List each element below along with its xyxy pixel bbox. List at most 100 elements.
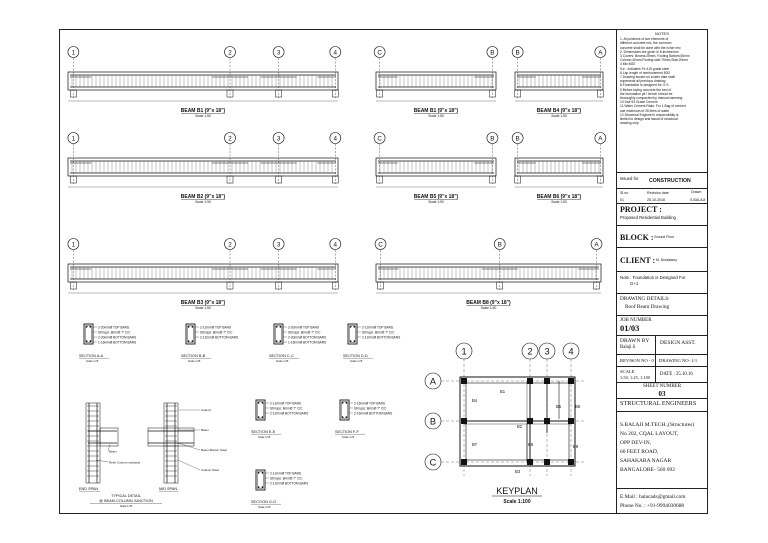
- section-7-outline: [255, 469, 266, 491]
- section-5-note: 2-12mmØ BOTTOM BARS: [270, 411, 308, 415]
- beam-b3-scale: Scale 1:50: [195, 306, 211, 310]
- section-5-rebar-dot: [261, 401, 264, 404]
- beam-b8-grid-bubble: [374, 238, 387, 250]
- project-value: Proposed Residential Building: [620, 215, 676, 220]
- note-line: 6.Lap length of reinforcement 50D: [620, 70, 670, 75]
- rev-header-drawn: Drawn: [691, 190, 702, 194]
- rev-row-date: 25.10.2016: [647, 198, 665, 202]
- section-2-note: 2-12mmØ TOP BARS: [200, 325, 231, 329]
- keyplan-grid-bubble-4-label: 4: [568, 346, 573, 356]
- keyplan-column: [544, 378, 550, 384]
- section-2-note: 2-12mmØ BOTTOM BARS: [200, 335, 238, 339]
- section-1-rebar-dot: [89, 325, 92, 328]
- beam-b5-grid-bubble: [486, 132, 499, 144]
- beam-b8-column-stub: [496, 281, 503, 290]
- address-line-4: 60 FEET ROAD,: [620, 449, 659, 455]
- beam-b3-grid-bubble: [67, 238, 80, 250]
- section-3-note: 1-16mmØ BOTTOM BARS: [288, 340, 326, 344]
- beam-b4-grid-bubble-label: A: [598, 49, 603, 56]
- beam-b5-grid-bubble-label: C: [377, 135, 382, 142]
- section-1-note: Stirrups: 8mmØ 7" C/C: [98, 330, 131, 334]
- foundation-note-row: Note : Foundation is Designed For G+1: [617, 272, 707, 294]
- block-row: BLOCK : Ground Floor: [617, 226, 707, 248]
- junction-callout-label: Column: [201, 408, 212, 412]
- beam-b2-grid-bubble: [67, 132, 80, 144]
- section-7-rebar-dot: [261, 486, 264, 489]
- section-5-stirrup: [257, 401, 264, 419]
- note-line: limited to design and issual of structur…: [620, 117, 678, 122]
- junction-scale: Scale 1:25: [120, 504, 133, 508]
- beam-b1-left-grid-bubble: [67, 46, 80, 58]
- beam-b3-title: BEAM B3 (9"x 18"): [181, 300, 226, 306]
- keyplan-beam-label: B4: [472, 398, 478, 403]
- beam-b1-left-grid-bubble: [224, 46, 236, 58]
- section-1-outline: [83, 323, 94, 345]
- note-line: 3.Covers: Beams:25mm, Footing Bottom:50m…: [620, 54, 690, 59]
- beam-b1-left-title: BEAM B1 (9"x 18"): [181, 108, 226, 114]
- address-line-3: OPP DEV-IN,: [620, 440, 652, 446]
- mid-span-beam: [147, 427, 195, 447]
- beam-b5-column-stub: [376, 175, 383, 184]
- issued-for-value: CONSTRUCTION: [649, 178, 691, 184]
- drawing-details-label: DRAWING DETAILS:: [620, 296, 670, 302]
- keyplan-column: [568, 418, 574, 424]
- beam-b6-column-stub: [597, 175, 604, 184]
- keyplan-column: [568, 378, 574, 384]
- section-7-note: 2-12mmØ BOTTOM BARS: [270, 481, 308, 485]
- beam-b5-grid-bubble: [373, 132, 386, 144]
- beam-b8-title: BEAM B8 (9"x 18"): [466, 300, 511, 306]
- section-1-title: SECTION A-A: [79, 354, 104, 358]
- section-1-rebar-dot: [85, 340, 88, 343]
- section-3-scale: Scale 1:25: [276, 359, 289, 363]
- beam-b2-scale: Scale 1:50: [195, 200, 211, 204]
- revision-no: REVISON NO - 0: [620, 358, 654, 363]
- firm-row: STRUCTURAL ENGINEERS: [617, 399, 707, 412]
- keyplan-column: [544, 418, 550, 424]
- beam-b2-grid-bubble: [329, 132, 342, 144]
- section-7-title: SECTION G-G: [251, 500, 276, 504]
- keyplan-grid-bubble-A-label: A: [430, 376, 437, 386]
- beam-b4-column-stub: [514, 89, 521, 98]
- junction-callout-leader: [177, 442, 201, 451]
- junction-callout-label: Beam Bottom Steel: [201, 448, 227, 452]
- beam-b1-right-title: BEAM B1 (9"x 18"): [414, 108, 459, 114]
- beam-b3-grid-bubble: [329, 238, 342, 250]
- beam-b1-left-column-stub: [226, 89, 234, 98]
- section-5-title: SECTION E-E: [251, 430, 276, 434]
- beam-b3-grid-bubble: [224, 238, 236, 250]
- beam-b2-grid-bubble-label: 4: [334, 135, 338, 142]
- foundation-note-value: G+1: [630, 280, 639, 286]
- section-3-title: SECTION C-C: [269, 354, 294, 358]
- section-2-scale: Scale 1:25: [188, 359, 201, 363]
- section-4-title: SECTION D-D: [343, 354, 368, 358]
- junction-title-1: TYPICAL DETAIL: [111, 494, 141, 498]
- mid-span-label: MID SPAN: [159, 487, 177, 491]
- section-4-outline: [347, 323, 358, 345]
- beam-b5-grid-bubble-label: B: [490, 135, 494, 142]
- keyplan-grid-bubble-3-label: 3: [544, 346, 549, 356]
- foundation-note-label: Note : Foundation is Designed For: [620, 275, 686, 280]
- beam-b5-scale: Scale 1:50: [428, 200, 444, 204]
- section-4-rebar-dot: [349, 340, 352, 343]
- section-2-rebar-dot: [187, 325, 190, 328]
- beam-b1-left-outline: [67, 71, 339, 91]
- scale-date-row: SCALE 1:50, 1:25, 1:100 DATE : 25.10.16: [617, 367, 707, 383]
- address-line-5: SAHAKARA NAGAR: [620, 458, 672, 464]
- drawn-by-value: Balaji.S: [620, 345, 636, 350]
- block-value: Ground Floor: [654, 235, 674, 239]
- section-7-stirrup: [257, 471, 264, 489]
- section-5-outline: [255, 399, 266, 421]
- section-3-stirrup: [275, 325, 282, 343]
- note-line: the foundation pit / trench should be: [620, 91, 673, 96]
- section-6-rebar-dot: [341, 416, 344, 419]
- note-line: 2. Dimensions are given in ft-inches/mm: [620, 49, 679, 54]
- section-1-note: 2-20mmØ BOTTOM BARS: [98, 335, 136, 339]
- note-line: different concrete mix, the common: [620, 41, 672, 46]
- beam-b1-left-grid-bubble-label: 2: [228, 49, 232, 56]
- section-7-scale: Scale 1:25: [258, 505, 271, 509]
- beam-b1-right-grid-bubble-label: C: [377, 49, 382, 56]
- beam-b8-grid-bubble: [590, 238, 603, 250]
- section-2-rebar-dot: [191, 325, 194, 328]
- keyplan-column: [568, 459, 574, 465]
